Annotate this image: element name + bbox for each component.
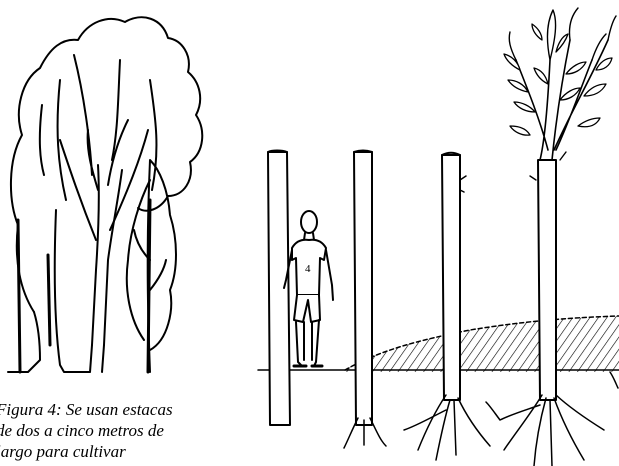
figure-caption: Figura 4: Se usan estacas de dos a cinco… [0,399,246,462]
large-tree-illustration [8,17,202,372]
svg-text:4: 4 [305,263,311,275]
stake-with-growing-tree [486,8,618,466]
small-poplar-illustration [127,160,176,372]
caption-line-3: largo para cultivar [0,441,246,462]
caption-line-2: de dos a cinco metros de [0,420,246,441]
stake-with-roots [344,151,386,449]
stake-with-person: 4 [268,151,333,426]
caption-line-1: Figura 4: Se usan estacas [0,399,246,420]
stake-with-sprouts [404,153,490,460]
thin-stakes-left [18,220,50,372]
